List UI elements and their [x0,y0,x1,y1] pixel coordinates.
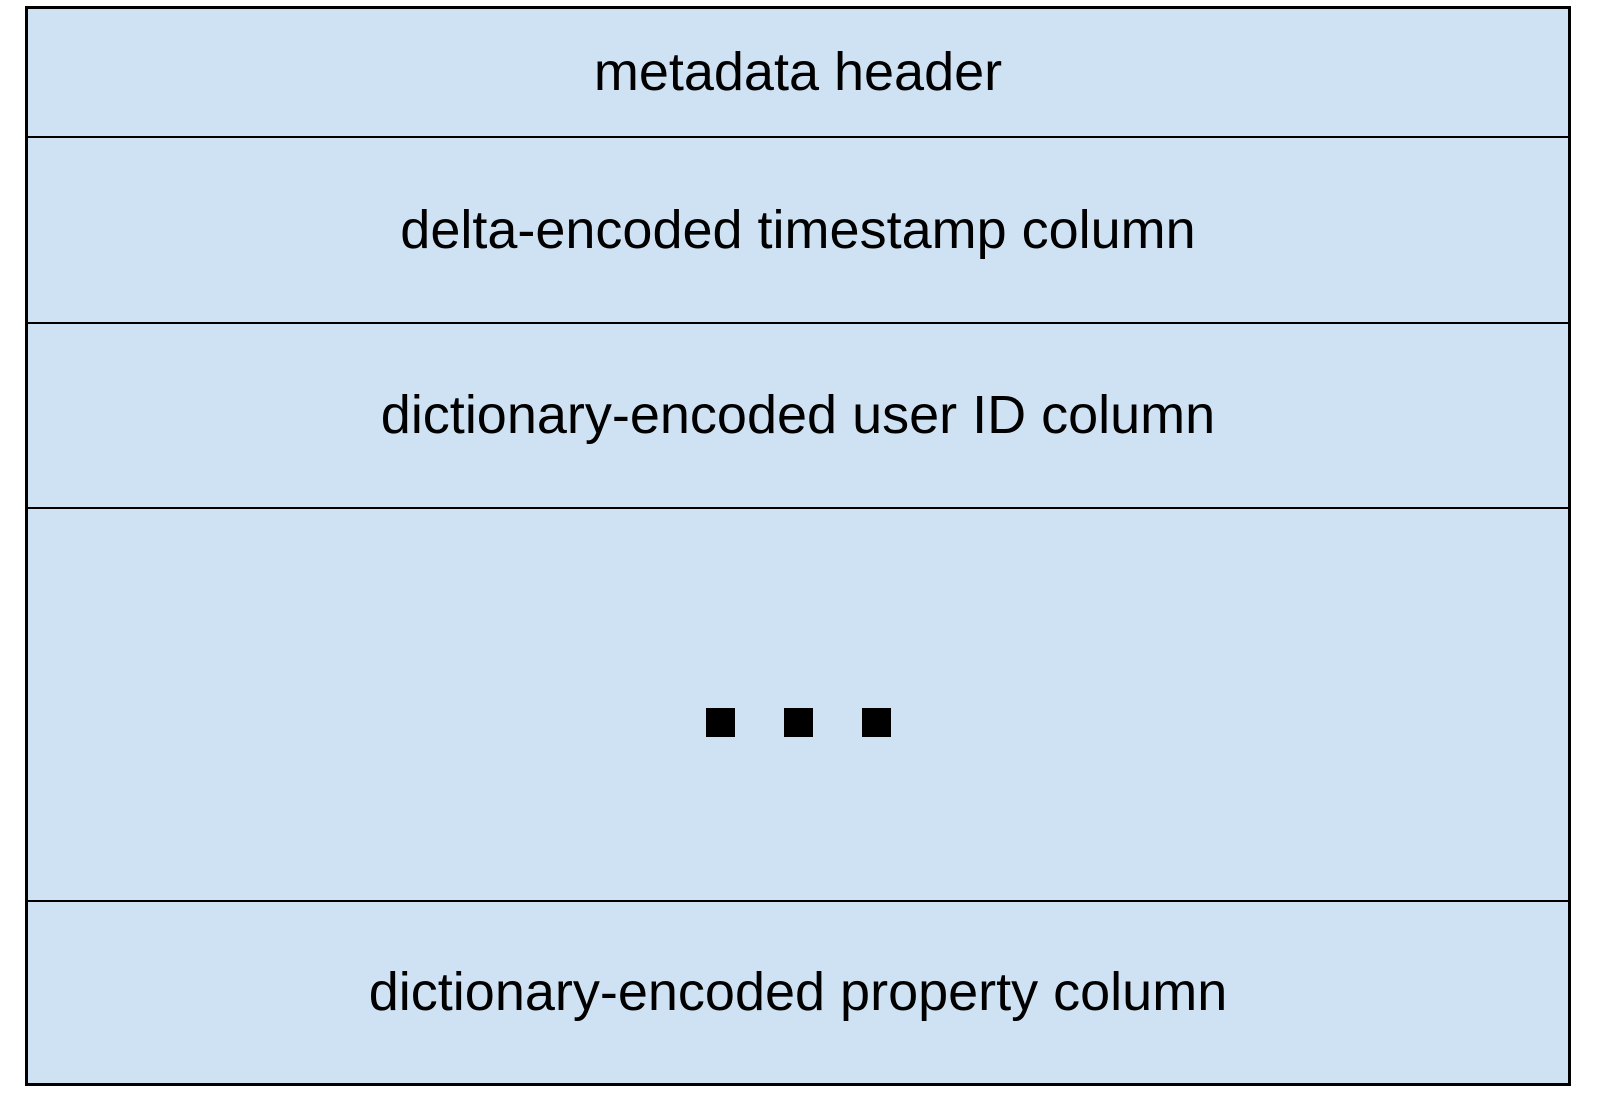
ellipsis-square-icon [783,708,813,737]
row-ellipsis [28,509,1568,902]
row-timestamp-column: delta-encoded timestamp column [28,138,1568,324]
ellipsis-square-icon [861,708,891,737]
metadata-header-label: metadata header [593,42,1003,103]
row-user-id-column: dictionary-encoded user ID column [28,324,1568,509]
user-id-column-label: dictionary-encoded user ID column [380,385,1216,446]
row-property-column: dictionary-encoded property column [28,902,1568,1083]
ellipsis-square-icon [705,708,735,737]
storage-layout-diagram: metadata header delta-encoded timestamp … [25,6,1571,1086]
timestamp-column-label: delta-encoded timestamp column [400,199,1196,260]
ellipsis-icon [705,708,891,737]
property-column-label: dictionary-encoded property column [368,962,1228,1023]
row-metadata-header: metadata header [28,9,1568,138]
